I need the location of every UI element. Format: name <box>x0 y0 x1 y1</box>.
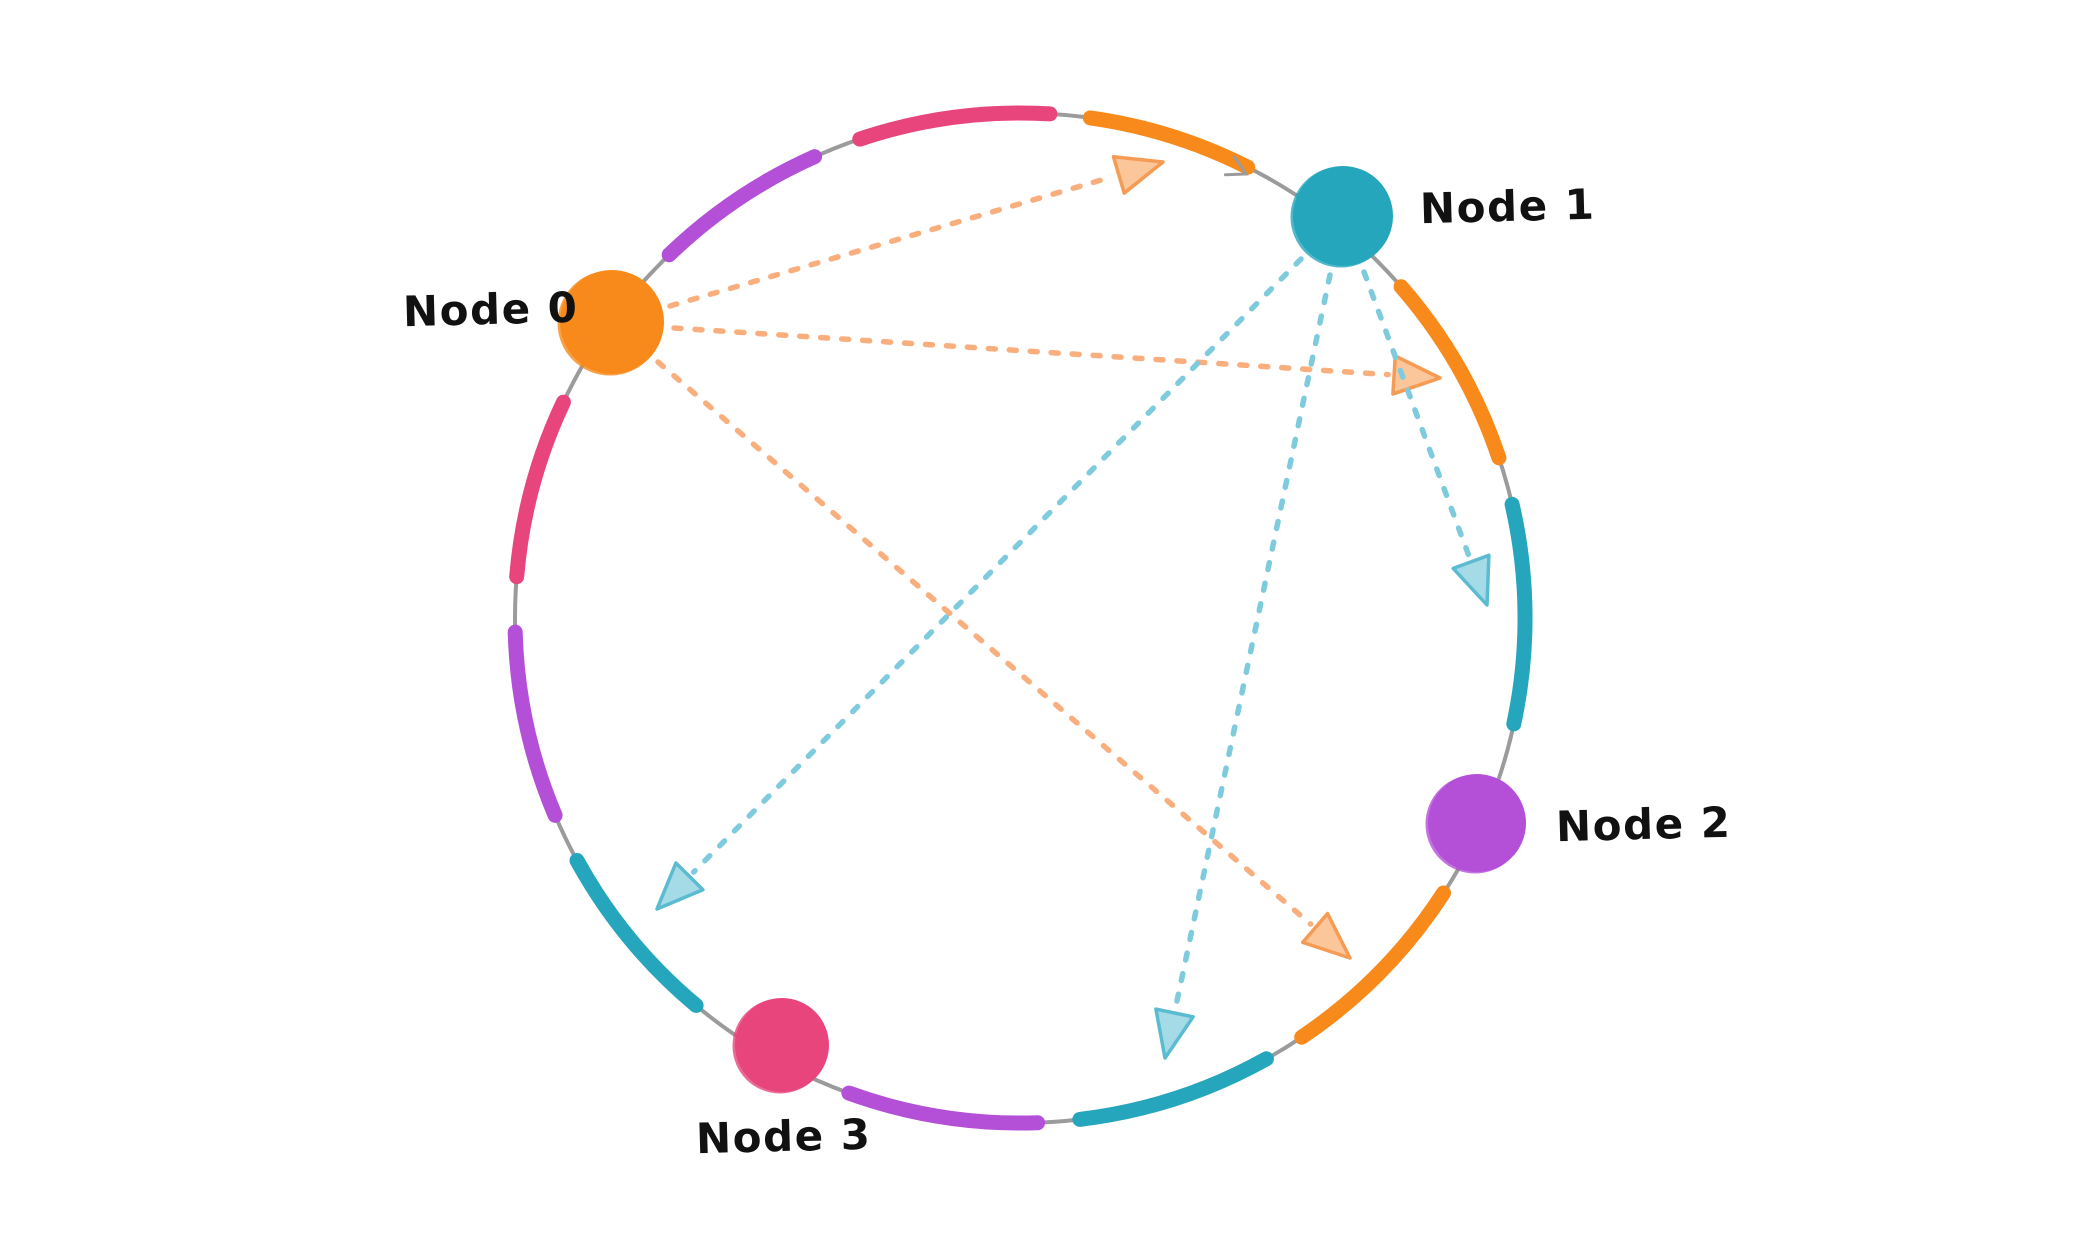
node-1-label: Node 1 <box>1419 179 1597 234</box>
arrow-line-orange-2 <box>655 359 1314 927</box>
node-0-label: Node 0 <box>402 282 580 337</box>
arrow-line-orange-1 <box>671 325 1391 378</box>
node-1-circle[interactable] <box>1293 166 1393 266</box>
ring-segment-purple-7 <box>841 1085 1046 1131</box>
arrowhead-orange-icon-2 <box>1300 911 1352 960</box>
arrowhead-teal-icon-5 <box>1451 553 1491 607</box>
arrowhead-orange-icon-1 <box>1391 354 1442 396</box>
node-2-circle[interactable] <box>1428 774 1526 872</box>
node-2-sketch-edge <box>1425 774 1525 874</box>
node-2-label: Node 2 <box>1555 797 1733 852</box>
node-0-circle[interactable] <box>560 270 664 374</box>
ring-segment-pink-10 <box>509 394 571 585</box>
node-3-circle[interactable] <box>735 998 829 1092</box>
arrow-line-teal-3 <box>690 256 1304 875</box>
arrow-line-teal-5 <box>1361 269 1472 559</box>
ring-segment-teal-4 <box>1504 496 1533 732</box>
ring-segment-teal-8 <box>569 853 704 1013</box>
ring-segment-teal-6 <box>1072 1051 1274 1127</box>
node-3-sketch-edge <box>732 998 828 1094</box>
arrowhead-teal-icon-3 <box>655 861 705 911</box>
ring-segment-purple-9 <box>507 624 563 823</box>
ring-segment-orange-2 <box>1082 110 1256 175</box>
arrowhead-orange-icon-0 <box>1111 154 1165 195</box>
ring-segment-pink-1 <box>852 105 1058 147</box>
ring-segment-orange-3 <box>1393 279 1507 466</box>
ring-segment-purple-0 <box>661 149 823 263</box>
arrowhead-teal-icon-4 <box>1154 1007 1195 1060</box>
ring-segment-orange-5 <box>1294 885 1451 1045</box>
arrow-line-teal-4 <box>1172 272 1333 1010</box>
node-0-sketch-edge <box>557 270 663 376</box>
node-3-label: Node 3 <box>695 1109 873 1164</box>
arrow-line-orange-0 <box>667 173 1116 309</box>
node-1-sketch-edge <box>1290 166 1392 268</box>
ring-direction-marker-icon <box>1223 155 1249 177</box>
